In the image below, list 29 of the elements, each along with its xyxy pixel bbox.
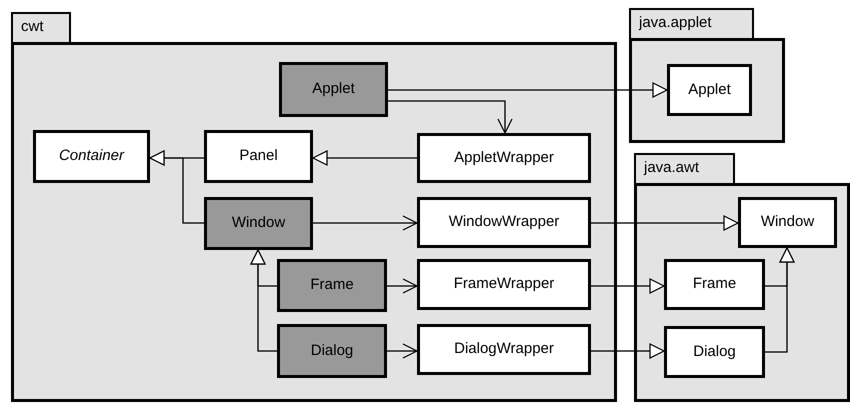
class-box: Panel <box>204 130 313 183</box>
class-box: Applet <box>279 62 388 117</box>
package-tab: java.applet <box>629 8 754 40</box>
class-box: FrameWrapper <box>417 259 591 310</box>
class-box: Container <box>33 130 150 183</box>
arrow <box>591 343 665 359</box>
class-box: Applet <box>667 64 752 116</box>
arrow <box>250 249 277 352</box>
class-box: WindowWrapper <box>417 197 591 248</box>
class-box: Dialog <box>277 324 387 378</box>
arrow <box>388 100 513 134</box>
arrow <box>388 82 668 98</box>
arrow <box>591 278 665 294</box>
arrow <box>387 343 418 359</box>
class-box: AppletWrapper <box>417 133 591 183</box>
class-box: Dialog <box>664 326 765 378</box>
class-box: Frame <box>277 259 387 312</box>
package-tab: java.awt <box>634 153 735 185</box>
arrow <box>387 278 418 294</box>
arrow <box>312 150 417 166</box>
class-box: Window <box>738 197 837 248</box>
class-box: Frame <box>664 259 765 310</box>
arrow <box>765 247 795 353</box>
arrow <box>149 150 204 224</box>
class-box: DialogWrapper <box>417 324 591 375</box>
arrow <box>591 215 739 231</box>
arrow <box>313 215 418 231</box>
class-box: Window <box>204 197 313 250</box>
package-tab: cwt <box>11 12 71 44</box>
